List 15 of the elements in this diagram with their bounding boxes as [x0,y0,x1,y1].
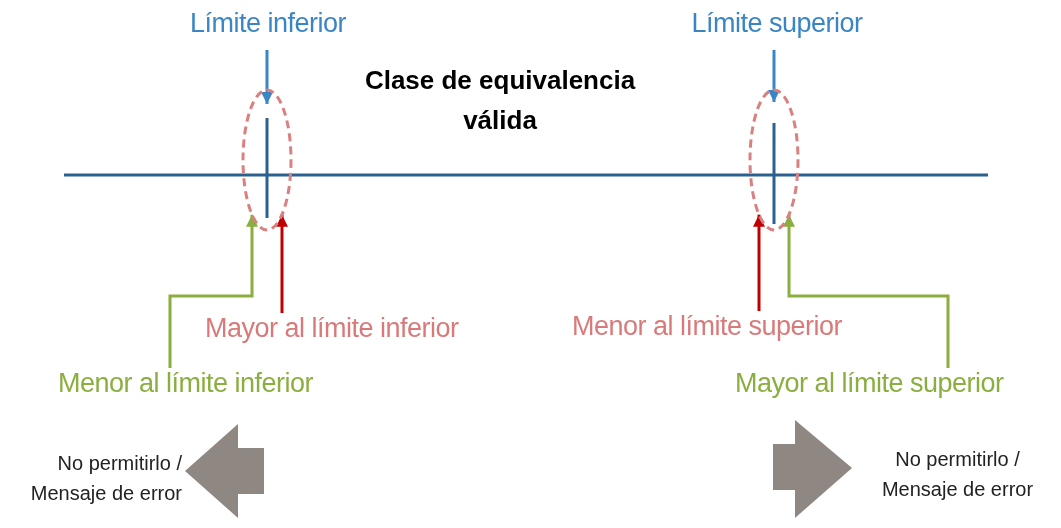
boundary-label: Menor al límite superior [572,311,843,342]
arrow [768,50,780,102]
arrow [783,214,950,368]
class-title: Clase de equivalencia válida [363,64,637,137]
arrow [276,214,288,313]
note-text: No permitirlo / Mensaje de error [880,447,1035,502]
boundary-label: Mayor al límite inferior [205,313,459,344]
boundary-label: Límite inferior [172,8,364,39]
boundary-label: Mayor al límite superior [735,368,1004,399]
arrow [753,214,765,311]
boundary-label: Menor al límite inferior [58,368,314,399]
arrow [261,50,273,104]
arrow [168,214,258,368]
boundary-label: Límite superior [672,8,882,39]
note-text: No permitirlo / Mensaje de error [29,451,182,506]
